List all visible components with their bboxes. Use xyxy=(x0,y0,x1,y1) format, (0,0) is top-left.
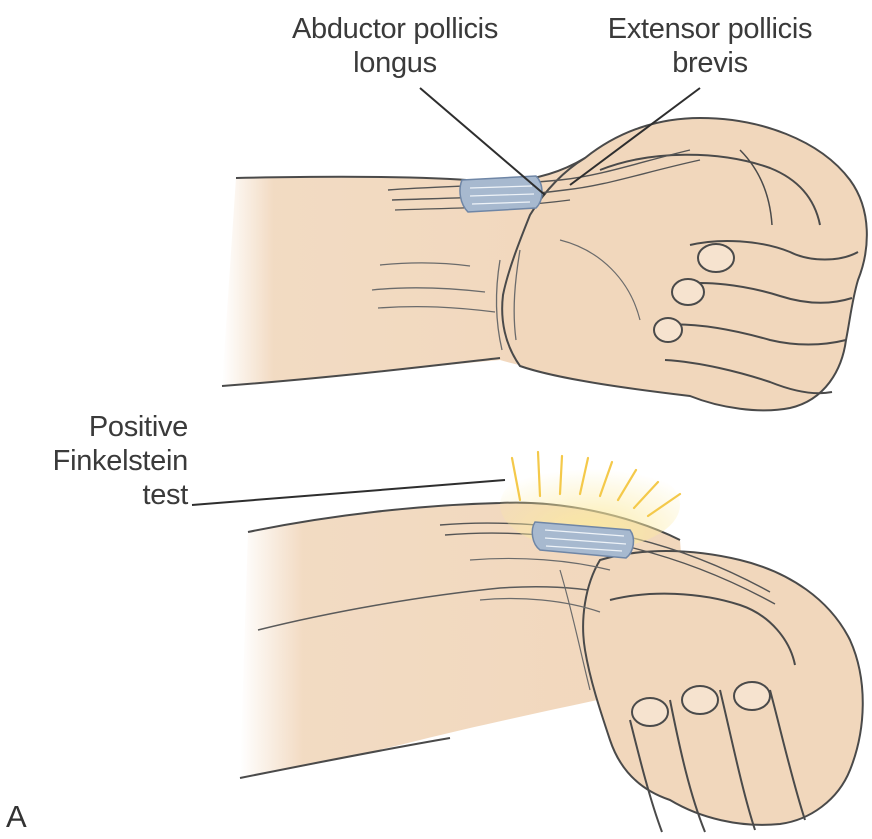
bottom-arm-and-fist xyxy=(240,452,863,832)
finkelstein-label: Positive Finkelstein test xyxy=(10,410,188,512)
top-fist xyxy=(502,118,867,410)
apl-label-line2: longus xyxy=(250,46,540,80)
top-arm-and-fist xyxy=(222,118,867,410)
apl-label: Abductor pollicis longus xyxy=(250,12,540,80)
finkelstein-label-line3: test xyxy=(10,478,188,512)
panel-letter: A xyxy=(6,800,27,834)
bottom-fist xyxy=(583,551,863,825)
epb-label: Extensor pollicis brevis xyxy=(565,12,855,80)
apl-label-line1: Abductor pollicis xyxy=(250,12,540,46)
epb-label-line2: brevis xyxy=(565,46,855,80)
epb-label-line1: Extensor pollicis xyxy=(565,12,855,46)
finkelstein-label-line1: Positive xyxy=(10,410,188,444)
finkelstein-label-line2: Finkelstein xyxy=(10,444,188,478)
finkelstein-leader-line xyxy=(192,480,505,505)
